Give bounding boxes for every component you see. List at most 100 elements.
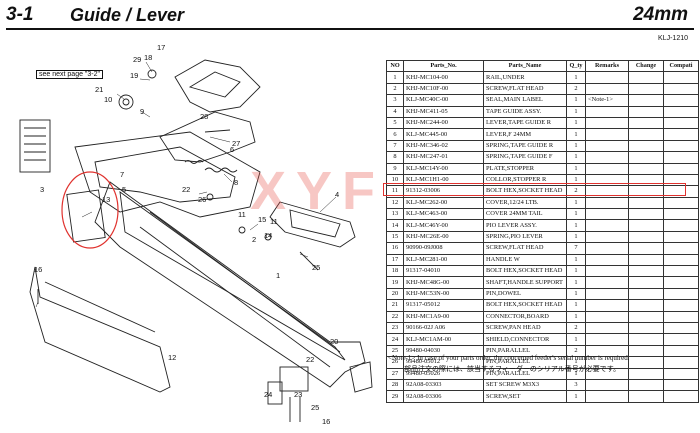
cell-qty: 1 [566, 276, 586, 289]
pin-27 [204, 129, 231, 133]
cell-compati [663, 82, 699, 96]
callout-17: 17 [157, 43, 165, 52]
highlight-box-row-13 [383, 183, 686, 196]
cell-remarks [585, 196, 629, 210]
note-1-japanese: 部品注文の際には、該当するフィーダーのシリアル番号が必要です。 [404, 365, 621, 373]
cell-remarks [585, 378, 629, 392]
cell-change [628, 265, 664, 278]
callout-16b: 16 [322, 417, 330, 426]
cell-compati [663, 128, 699, 141]
cell-part-no: 90166-02J A06 [403, 321, 484, 335]
cell-change [628, 196, 664, 210]
cell-compati [663, 344, 699, 358]
cell-compati [663, 139, 699, 153]
cell-compati [663, 105, 699, 118]
cell-change [628, 299, 664, 312]
cell-part-name: SHIELD,CONNECTOR [483, 333, 567, 346]
cover-12-outline [29, 266, 171, 393]
cell-remarks [585, 139, 629, 153]
cell-part-name: SET SCREW M3X3 [483, 378, 567, 392]
callout-3: 3 [40, 185, 44, 194]
cell-no: 22 [386, 310, 404, 324]
cell-part-no: KHJ-MC26E-00 [403, 230, 484, 244]
cell-compati [663, 253, 699, 267]
note-1-english: <Note-1> In case of your parts order, th… [388, 354, 630, 362]
cell-part-no: KLJ-MC1AM-00 [403, 333, 484, 346]
cell-part-no: KLJ-MC262-00 [403, 196, 484, 210]
cell-remarks [585, 162, 629, 175]
cell-part-name: PIN,DOWEL [483, 287, 567, 301]
cell-no: 17 [386, 253, 404, 267]
collar-10 [118, 94, 134, 110]
cell-change [628, 367, 664, 380]
cell-no: 5 [386, 116, 404, 130]
callout-15: 15 [258, 215, 266, 224]
cell-no: 18 [386, 265, 404, 278]
tape-guide-detail [94, 146, 236, 203]
cell-no: 16 [386, 242, 404, 255]
spring-coil [204, 167, 238, 173]
cell-part-name: SCREW,FLAT HEAD [483, 242, 567, 255]
cell-part-name: CONNECTOR,BOARD [483, 310, 567, 324]
cell-remarks [585, 299, 629, 312]
cell-no: 9 [386, 162, 404, 175]
parts-table: NO Parts_No. Parts_Name Q_ty Remarks Cha… [386, 59, 699, 403]
cell-change [628, 310, 664, 324]
cell-part-no: KLJ-MC14Y-00 [403, 162, 484, 175]
cell-part-no: KHJ-MC346-02 [403, 139, 484, 153]
cell-no: 6 [386, 128, 404, 141]
col-qty: Q_ty [566, 59, 586, 73]
section-number: 3-1 [6, 4, 34, 25]
callout-1: 1 [276, 271, 280, 280]
cell-change [628, 333, 664, 346]
bolt-11 [238, 226, 246, 234]
cell-part-no: 92A08-03303 [403, 378, 484, 392]
cell-change [628, 356, 664, 369]
cell-qty: 1 [566, 287, 586, 301]
cell-change [628, 82, 664, 96]
cell-no: 21 [386, 299, 404, 312]
cell-change [628, 242, 664, 255]
cell-part-no: KHJ-MC53N-00 [403, 287, 484, 301]
cell-change [628, 390, 664, 403]
cell-change [628, 162, 664, 175]
cell-change [628, 344, 664, 358]
cell-no: 3 [386, 94, 404, 107]
cell-part-name: SHAFT,HANDLE SUPPORT [483, 276, 567, 289]
cell-remarks [585, 219, 629, 232]
cell-compati [663, 151, 699, 164]
cell-compati [663, 310, 699, 324]
cell-change [628, 139, 664, 153]
callout-11: 11 [238, 210, 246, 219]
cover-12-inner [44, 281, 156, 333]
cell-remarks [585, 151, 629, 164]
cell-no: 2 [386, 82, 404, 96]
callout-21: 21 [95, 85, 103, 94]
cell-qty: 1 [566, 208, 586, 221]
handle-outline [174, 59, 261, 113]
cell-compati [663, 333, 699, 346]
cell-compati [663, 367, 699, 380]
bolt-18 [147, 69, 157, 79]
cell-change [628, 105, 664, 118]
callout-13: 13 [102, 195, 110, 204]
table-header-row: NO Parts_No. Parts_Name Q_ty Remarks Cha… [386, 59, 699, 73]
cell-qty: 1 [566, 230, 586, 244]
cell-part-no: KHJ-MC247-01 [403, 151, 484, 164]
cell-part-name: PIO LEVER ASSY. [483, 219, 567, 232]
cell-no: 28 [386, 378, 404, 392]
cell-change [628, 116, 664, 130]
cell-change [628, 151, 664, 164]
cell-compati [663, 390, 699, 403]
cell-part-no: 92A08-03306 [403, 390, 484, 403]
